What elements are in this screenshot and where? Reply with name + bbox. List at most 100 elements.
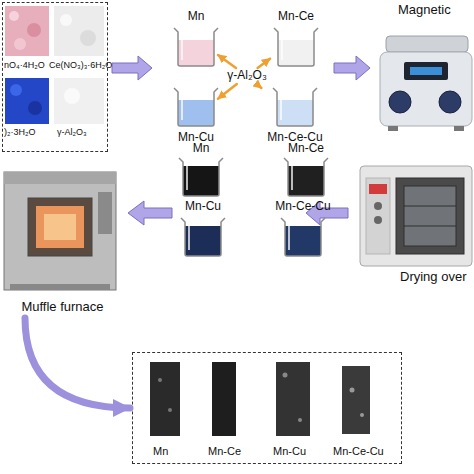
- stirrer-knob: [389, 91, 411, 113]
- node-label: Mn-Ce: [288, 142, 324, 155]
- process-arrow: [334, 56, 370, 80]
- solution: [288, 166, 324, 196]
- node-label: Mn: [193, 142, 210, 155]
- muffle-furnace: [4, 172, 116, 290]
- solution: [178, 40, 214, 66]
- sample-speck: [350, 388, 355, 393]
- reagent-panel: nO₄·4H₂OCe(NO₃)₃·6H₂O)₂·3H₂Oγ-Al₂O₃: [2, 2, 108, 152]
- node-label: Magnetic: [398, 3, 451, 17]
- solution: [178, 100, 214, 126]
- node-label: Mn: [153, 445, 168, 457]
- solution: [277, 100, 313, 126]
- stirrer-node: Magnetic: [372, 2, 474, 142]
- stirrer-display: [404, 62, 448, 80]
- beaker-node: Mn-Cu: [174, 88, 218, 144]
- furnace-node: Muffle furnace: [0, 168, 125, 314]
- beaker-node: Mn-Ce-Cu: [268, 200, 338, 258]
- beaker-node: Mn-Cu: [176, 200, 230, 258]
- impregnation-arrow: [218, 55, 236, 68]
- beaker: [273, 88, 317, 126]
- drying-oven: [360, 166, 472, 266]
- white-powder: [54, 78, 104, 124]
- oven-button: [374, 202, 382, 210]
- beaker: [284, 158, 328, 196]
- display-glow: [410, 67, 442, 75]
- sample-monolith: [212, 362, 236, 436]
- beaker-node: Mn-Ce-Cu: [258, 88, 332, 144]
- stirrer-foot: [454, 126, 464, 131]
- node-label: Mn: [188, 10, 205, 23]
- powder-grain: [27, 23, 41, 37]
- sample-monolith: [150, 362, 180, 436]
- node-label: Mn-Ce-Cu: [333, 445, 384, 457]
- stirrer-plate: [386, 36, 468, 52]
- process-arrow: [25, 318, 130, 408]
- sample-speck: [283, 373, 288, 378]
- furnace-controls: [98, 192, 112, 234]
- process-arrow: [128, 201, 172, 225]
- node-label: Muffle furnace: [21, 300, 103, 314]
- magnetic-stirrer: [380, 36, 472, 131]
- white-crystals: [54, 6, 104, 56]
- oven-node: Drying over: [352, 160, 474, 286]
- blue-crystals: [5, 78, 49, 124]
- oven-display: [369, 184, 387, 194]
- impregnation-arrow: [257, 84, 262, 88]
- sample-speck: [360, 413, 364, 417]
- node-label: Mn-Cu: [185, 200, 221, 213]
- furnace-body: [4, 172, 116, 290]
- node-label: Ce(NO₃)₃·6H₂O: [49, 61, 112, 71]
- oven-window: [404, 186, 456, 246]
- beaker: [174, 88, 218, 126]
- furnace-glow: [44, 214, 76, 240]
- process-arrows: [112, 56, 370, 225]
- oven-button: [374, 216, 382, 224]
- crystal-grain: [10, 84, 22, 96]
- crystal-grain: [28, 101, 42, 115]
- node-label: Mn-Ce-Cu: [275, 200, 330, 213]
- sample-speck: [158, 378, 162, 382]
- node-label: Mn-Cu: [273, 445, 306, 457]
- node-label: Drying over: [400, 270, 466, 284]
- oven-door: [396, 178, 464, 254]
- node-label: γ-Al₂O₃: [57, 128, 87, 138]
- crystal-grain: [60, 14, 72, 26]
- beaker: [281, 218, 325, 256]
- oven-shelf: [404, 226, 456, 227]
- beaker-glass: [181, 218, 225, 256]
- node-label: Mn-Ce: [278, 10, 314, 23]
- beaker-glass: [174, 88, 218, 126]
- furnace-chamber: [36, 206, 84, 248]
- stirrer-body: [380, 52, 472, 126]
- sample-monolith: [276, 362, 310, 436]
- stirrer-foot: [388, 126, 398, 131]
- sample-speck: [298, 418, 302, 422]
- beaker-node: Mn: [174, 10, 218, 68]
- oven-panel: [366, 178, 390, 254]
- impregnation-arrow: [218, 84, 237, 99]
- solution: [183, 166, 219, 196]
- beaker-glass: [179, 158, 223, 196]
- beaker: [179, 158, 223, 196]
- beaker-node: Mn-Ce: [270, 10, 322, 68]
- beaker: [181, 218, 225, 256]
- beaker-glass: [281, 218, 325, 256]
- sample-speck: [168, 408, 172, 412]
- beaker-node: Mn-Ce: [278, 142, 334, 198]
- powder-grain: [64, 88, 80, 104]
- furnace-door-frame: [28, 198, 92, 256]
- beaker: [274, 28, 318, 66]
- powder-grain: [14, 38, 26, 50]
- crystal-grain: [80, 30, 96, 46]
- process-arrow: [112, 56, 152, 80]
- beaker: [174, 28, 218, 66]
- furnace-base: [10, 284, 110, 290]
- sample-panel: MnMn-CeMn-CuMn-Ce-Cu: [132, 352, 402, 464]
- furnace-top: [4, 172, 116, 184]
- stirrer-knob: [439, 91, 461, 113]
- beaker-glass: [174, 28, 218, 66]
- node-label: )₂·3H₂O: [4, 128, 36, 138]
- catalyst-samples: [150, 362, 370, 436]
- solution: [285, 226, 321, 256]
